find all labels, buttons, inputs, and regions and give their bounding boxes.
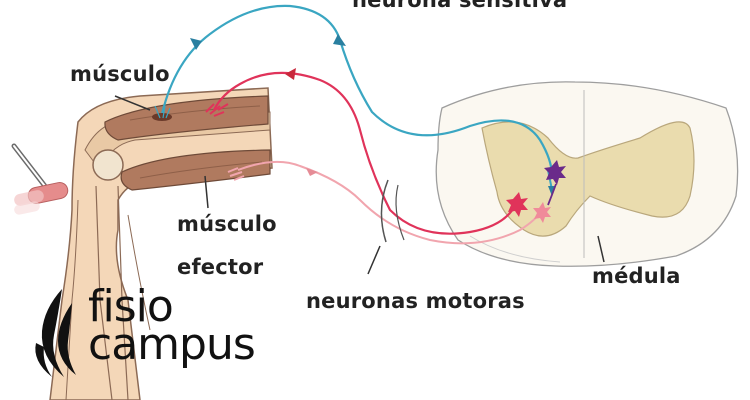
label-musculo-efector-line1: músculo: [177, 212, 277, 236]
reflex-hammer: [11, 143, 69, 215]
motor-neuron-effector: [227, 160, 551, 245]
muscle-effector: [120, 149, 271, 191]
label-neuronas-motoras: neuronas motoras: [306, 289, 525, 313]
pointer-lines: [114, 95, 605, 275]
interneuron: [544, 160, 566, 206]
muscle-upper: [104, 95, 269, 141]
pointer-efector: [204, 175, 209, 209]
logo-text-campus: campus: [88, 319, 256, 370]
motor-neuron: [205, 68, 528, 235]
flame-logo-icon: [35, 289, 76, 377]
label-musculo: músculo: [70, 62, 170, 86]
label-medula: médula: [592, 264, 681, 288]
nerve-bundle-marker: [380, 179, 405, 243]
sensory-neuron: [152, 4, 556, 196]
fisiocampus-logo: fisio campus: [28, 285, 278, 380]
pointer-medula: [597, 235, 605, 263]
spinal-cord: [435, 81, 739, 267]
logo-text-fisio: fisio: [88, 281, 174, 332]
pointer-motoras: [367, 245, 381, 275]
label-neurona-sensitiva: neurona sensitiva: [352, 0, 568, 12]
label-musculo-efector-line2: efector: [177, 255, 264, 279]
pointer-musculo: [114, 95, 151, 111]
